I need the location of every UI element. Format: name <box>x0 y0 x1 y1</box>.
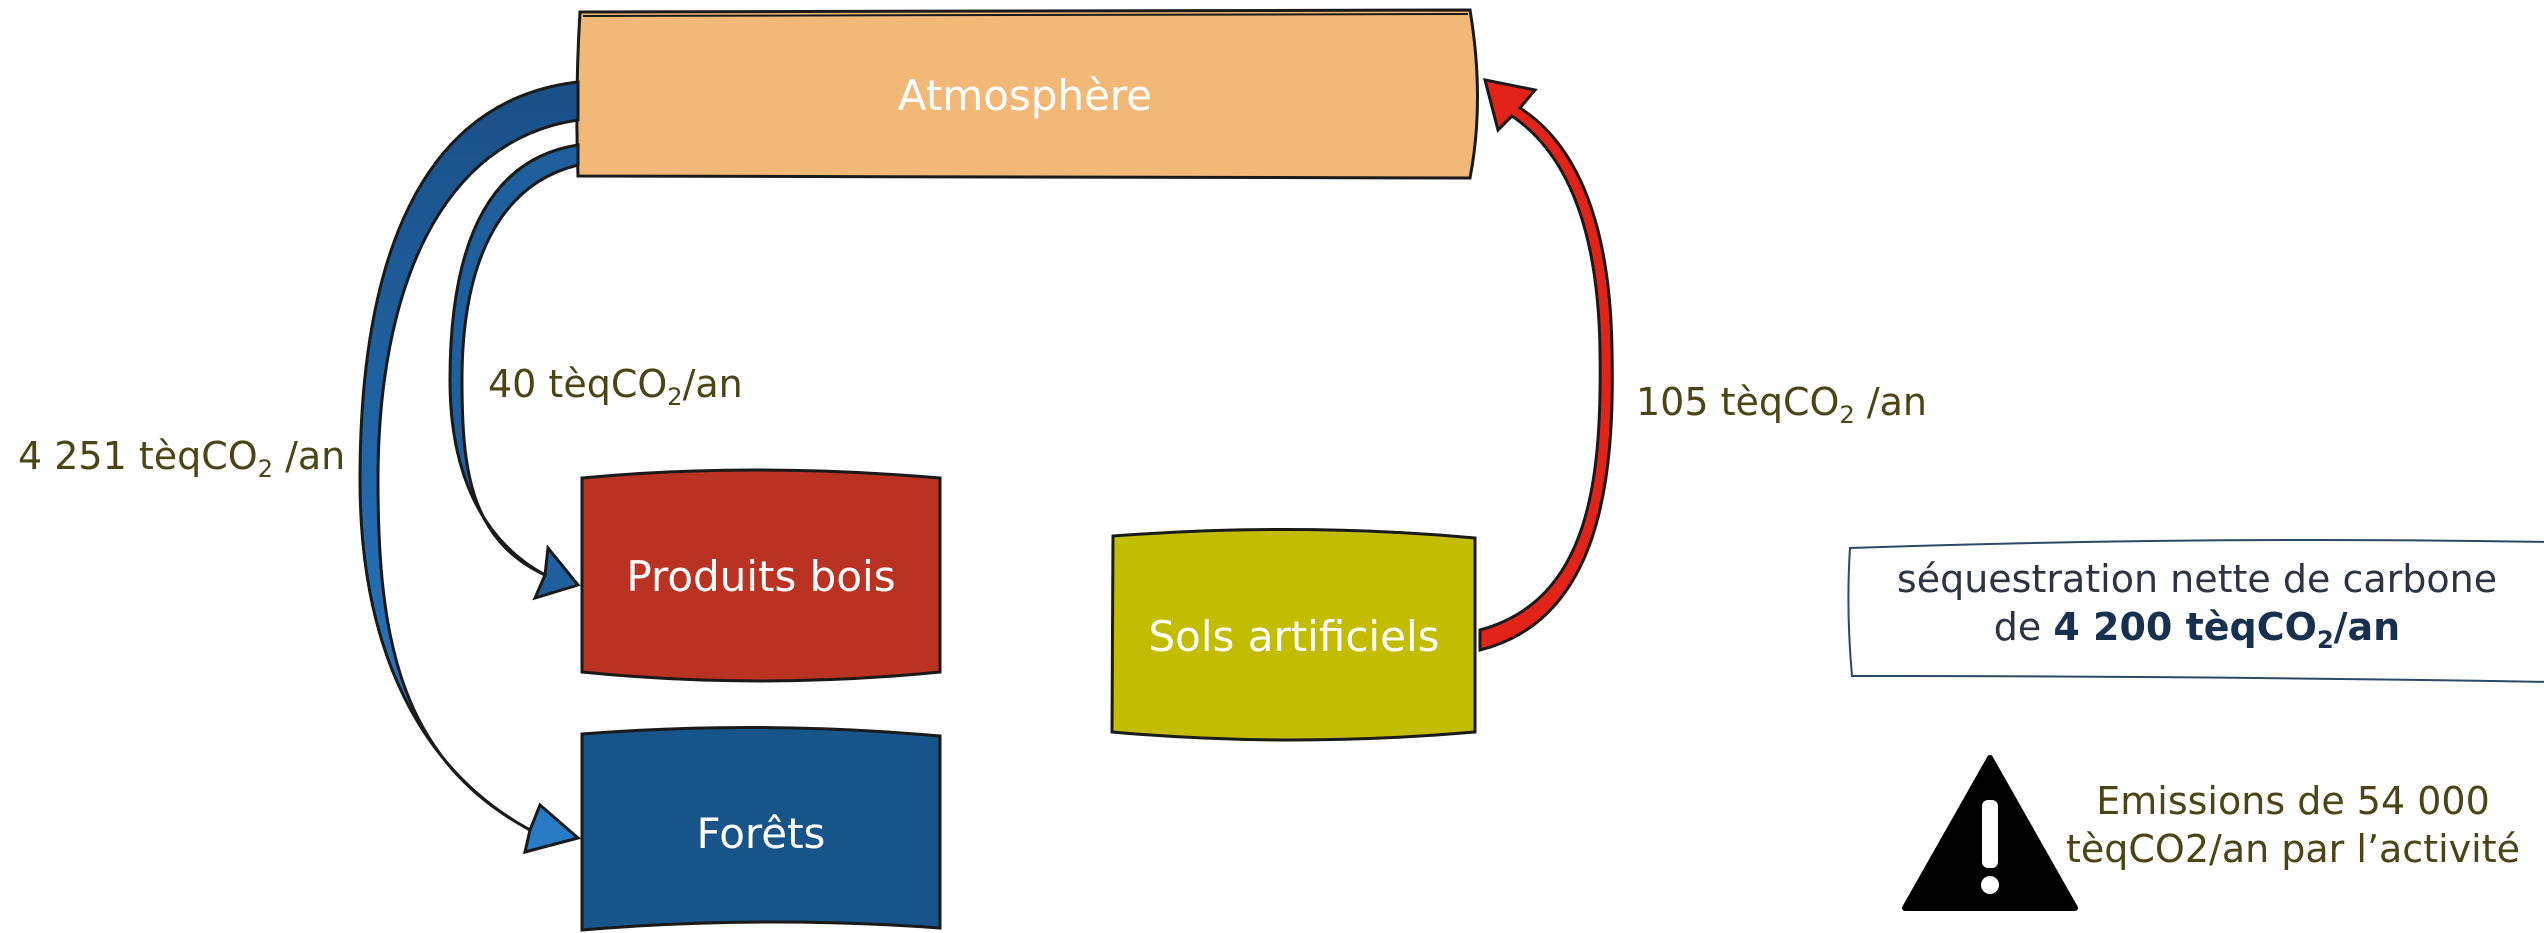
atmosphere-label: Atmosphère <box>897 70 1153 120</box>
warning-text: Emissions de 54 000 tèqCO2/an par l’acti… <box>2048 778 2538 873</box>
warning-line-2: tèqCO2/an par l’activité <box>2066 826 2520 871</box>
note-line-2: de 4 200 tèqCO2/an <box>1993 604 2401 654</box>
flow-arrow-to-produits-bois <box>448 143 581 601</box>
sols-artificiels-box <box>1110 527 1477 742</box>
forets-label: Forêts <box>696 808 826 858</box>
warning-line-1: Emissions de 54 000 <box>2096 779 2490 823</box>
warning-triangle-icon <box>1902 755 2078 911</box>
sols-artificiels-label: Sols artificiels <box>1148 611 1440 661</box>
produits-bois-box <box>580 468 942 683</box>
flow-arrow-from-sols <box>1478 78 1614 652</box>
flow-label-to-produits-bois: 40 tèqCO2/an <box>488 362 743 411</box>
atmosphere-box <box>575 8 1479 180</box>
note-line-1: séquestration nette de carbone <box>1896 557 2498 601</box>
sequestration-note: séquestration nette de carbone de 4 200 … <box>1852 556 2542 655</box>
flow-label-to-forets: 4 251 tèqCO2 /an <box>18 434 346 483</box>
forets-box <box>580 725 942 932</box>
sequestration-note-box <box>1847 539 2544 683</box>
flow-arrow-to-forets <box>358 80 582 855</box>
flow-label-from-sols: 105 tèqCO2 /an <box>1636 380 1927 429</box>
produits-bois-label: Produits bois <box>626 551 896 601</box>
